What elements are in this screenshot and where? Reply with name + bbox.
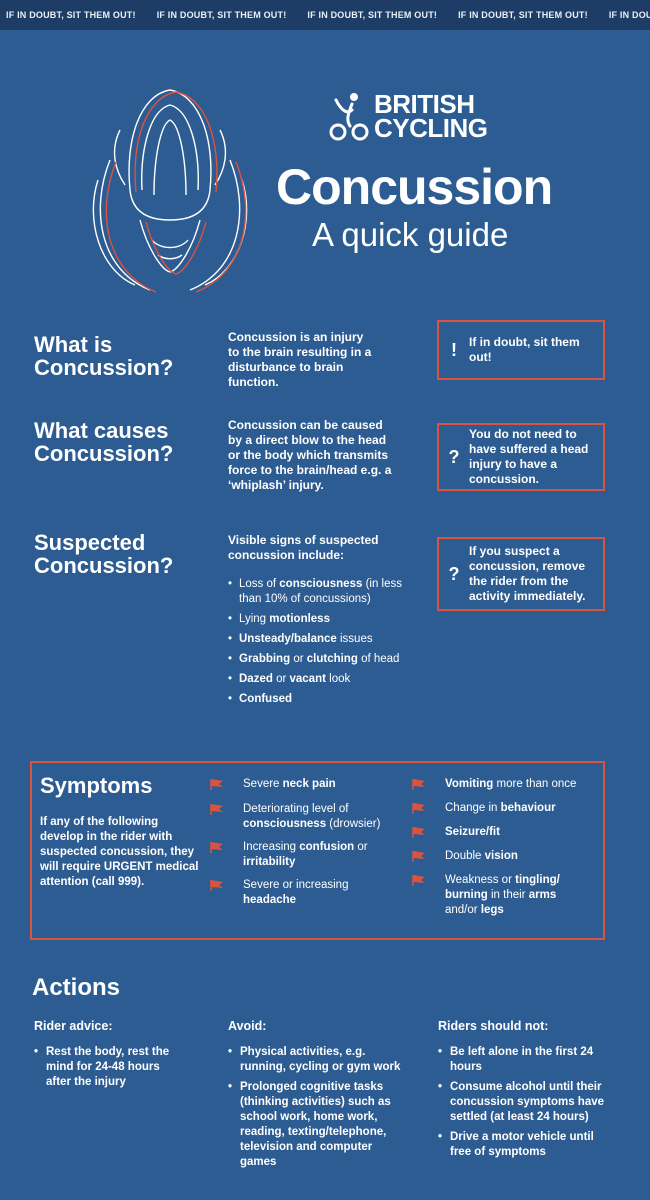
page-title: Concussion [276,159,553,215]
banner-text: IF IN DOUBT, SIT THEM OUT! [156,10,287,20]
banner-text: IF IN DOUBT, SIT THEM OUT! [608,10,650,20]
section-body-suspected: Visible signs of suspected concussion in… [228,533,379,562]
section-heading-suspected: Suspected Concussion? [34,530,174,578]
british-cycling-logo: BRITISH CYCLING [328,90,488,142]
banner-text: IF IN DOUBT, SIT THEM OUT! [6,10,136,20]
red-flag-icon [412,827,425,838]
brand-line-1: BRITISH [374,89,475,119]
question-icon: ? [448,446,460,467]
list-item: Severe or increasing headache [210,878,400,908]
avoid-heading: Avoid: [228,1019,267,1033]
british-cycling-logo-icon [329,93,369,141]
list-item: Lying motionless [228,612,418,627]
banner-text: IF IN DOUBT, SIT THEM OUT! [307,10,438,20]
list-item: Double vision [412,849,582,864]
red-flag-icon [210,779,223,790]
riders-should-not-list: Be left alone in the first 24 hours Cons… [438,1045,608,1165]
red-flag-icon [412,779,425,790]
riders-should-not-heading: Riders should not: [438,1019,549,1033]
visible-signs-list: Loss of consciousness (in less than 10% … [228,577,418,712]
red-flag-icon [210,842,223,853]
list-item: Change in behaviour [412,801,582,816]
section-body-what-causes: Concussion can be caused by a direct blo… [228,418,392,492]
rider-advice-heading: Rider advice: [34,1019,113,1033]
list-item: Confused [228,692,418,707]
list-item: Unsteady/balance issues [228,632,418,647]
section-body-what-is: Concussion is an injury to the brain res… [228,330,372,389]
list-item: Severe neck pain [210,777,400,792]
red-flag-icon [412,875,425,886]
symptoms-list-2: Vomiting more than once Change in behavi… [412,777,582,918]
section-heading-what-causes: What causes Concussion? [34,418,174,466]
symptoms-intro: If any of the following develop in the r… [40,816,199,888]
list-item: Grabbing or clutching of head [228,652,418,667]
list-item: Physical activities, e.g. running, cycli… [228,1045,410,1075]
callout-text: If in doubt, sit them out! [469,335,580,364]
list-item: Dazed or vacant look [228,672,418,687]
red-flag-icon [412,803,425,814]
callout-text: You do not need to have suffered a head … [469,427,589,486]
list-item: Drive a motor vehicle until free of symp… [438,1130,608,1160]
symptoms-list-1: Severe neck pain Deteriorating level of … [210,777,400,908]
callout-no-head-injury: ? You do not need to have suffered a hea… [437,423,605,491]
head-illustration-icon [92,89,248,293]
question-icon: ? [448,563,460,584]
exclamation-icon: ! [451,339,457,360]
callout-text: If you suspect a concussion, remove the … [469,544,586,603]
callout-if-in-doubt: ! If in doubt, sit them out! [437,320,605,380]
symptoms-title: Symptoms [40,773,153,798]
page-subtitle: A quick guide [312,216,509,253]
list-item: Seizure/fit [412,825,582,840]
red-flag-icon [412,851,425,862]
list-item: Deteriorating level of consciousness (dr… [210,802,400,832]
red-flag-icon [210,804,223,815]
top-banner: IF IN DOUBT, SIT THEM OUT! IF IN DOUBT, … [0,0,650,30]
list-item: Consume alcohol until their concussion s… [438,1080,608,1125]
avoid-list: Physical activities, e.g. running, cycli… [228,1045,410,1175]
rider-advice-list: Rest the body, rest the mind for 24-48 h… [34,1045,184,1095]
red-flag-icon [210,880,223,891]
brand-line-2: CYCLING [374,113,488,143]
section-heading-what-is: What is Concussion? [34,332,174,380]
list-item: Weakness or tingling/ burning in their a… [412,873,582,918]
list-item: Increasing confusion or irritability [210,840,400,870]
actions-title: Actions [32,974,121,1001]
callout-remove-rider: ? If you suspect a concussion, remove th… [437,537,605,611]
list-item: Rest the body, rest the mind for 24-48 h… [34,1045,184,1090]
list-item: Loss of consciousness (in less than 10% … [228,577,418,607]
symptoms-box [30,761,605,940]
list-item: Vomiting more than once [412,777,582,792]
list-item: Be left alone in the first 24 hours [438,1045,608,1075]
list-item: Prolonged cognitive tasks (thinking acti… [228,1080,410,1170]
banner-text: IF IN DOUBT, SIT THEM OUT! [458,10,588,20]
